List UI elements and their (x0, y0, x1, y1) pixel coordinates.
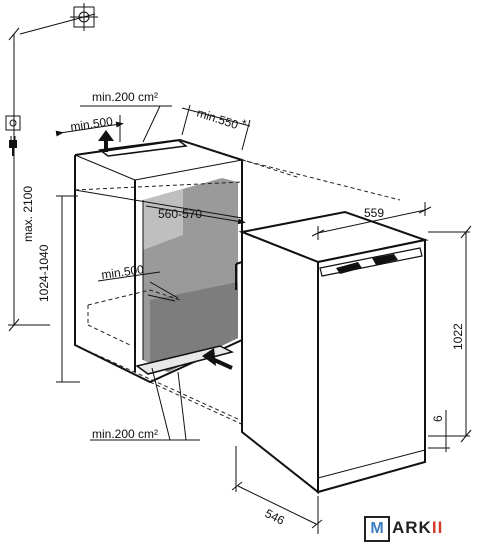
logo-letter: M (364, 516, 390, 542)
top-depth-dimension (181, 104, 251, 151)
logo-text-main: ARK (392, 518, 432, 537)
socket-icon (5, 115, 21, 131)
inner-depth-label: min.500 (100, 262, 145, 282)
niche-cabinet (74, 138, 243, 384)
plinth-label: 6 (431, 415, 445, 422)
plug-icon (9, 136, 17, 156)
niche-width-dimension (74, 189, 246, 225)
appliance-side (241, 230, 319, 495)
appliance-depth-label: 546 (263, 506, 287, 528)
niche-width-label: 560-570 (158, 207, 202, 221)
top-vent-depth-label: min.500 (69, 114, 114, 134)
inner-depth-dimension (97, 271, 179, 299)
bottom-vent-area-label: min.200 cm² (92, 427, 158, 441)
appliance-height-label: 1022 (451, 323, 465, 350)
brand-logo: M ARKII (364, 516, 474, 542)
appliance-depth-dimension (231, 446, 323, 534)
top-depth-asterisk: * (242, 117, 247, 131)
logo-text-accent: II (431, 518, 444, 537)
niche-height-label: 1024-1040 (37, 244, 51, 302)
logo-text: ARKII (392, 518, 443, 538)
appliance-width-label: 559 (364, 206, 384, 220)
appliance-handle (319, 247, 423, 277)
crosshair-icon (70, 3, 98, 31)
top-vent-depth-dimension (55, 115, 124, 142)
appliance-width-dimension (311, 202, 432, 240)
top-depth-label: min.550 (195, 106, 240, 133)
max-height-dimension (8, 27, 50, 332)
plinth-dimension (428, 410, 450, 452)
arrow-in-icon (202, 348, 233, 370)
appliance (235, 210, 429, 495)
top-vent-slot (98, 139, 188, 157)
niche-height-dimension (56, 195, 80, 383)
max-height-label: max. 2100 (21, 186, 35, 242)
niche-floor (150, 282, 238, 372)
niche-back-wall (143, 189, 183, 250)
top-vent-area-leader (80, 105, 172, 143)
bottom-vent-area-leader (90, 367, 200, 441)
top-vent-area-label: min.200 cm² (92, 90, 158, 104)
